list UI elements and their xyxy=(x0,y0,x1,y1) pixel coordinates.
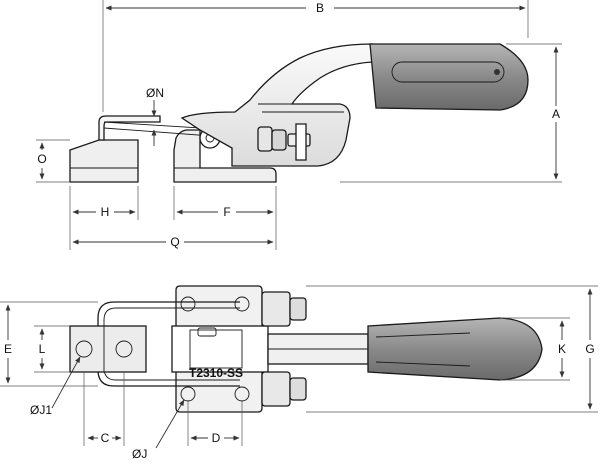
dim-G-label: G xyxy=(585,342,594,356)
latch-hook xyxy=(98,115,161,141)
top-view: T2310-SS xyxy=(69,285,543,413)
dim-J-label: ØJ xyxy=(132,447,147,461)
top-view-dimensions: E L K G C D ØJ1 ØJ xyxy=(0,285,598,461)
part-marking: T2310-SS xyxy=(189,366,243,380)
dim-C-label: C xyxy=(101,431,110,445)
clamp-arm xyxy=(180,43,373,167)
side-view-dimensions: B A O ØN H F Q xyxy=(36,0,562,250)
dim-D-label: D xyxy=(212,431,221,445)
dim-O-label: O xyxy=(37,152,46,166)
top-handle xyxy=(367,317,543,381)
dim-F-label: F xyxy=(223,205,230,219)
center-arm xyxy=(171,325,269,373)
dim-Q-label: Q xyxy=(170,235,179,249)
latch-block xyxy=(69,139,139,183)
dim-B-label: B xyxy=(316,1,324,15)
side-view xyxy=(69,43,529,183)
handle-slot xyxy=(391,61,505,83)
dim-J1-label: ØJ1 xyxy=(30,403,52,417)
spindle-nut xyxy=(257,126,273,152)
dim-L-label: L xyxy=(39,342,46,356)
dim-H-label: H xyxy=(101,205,110,219)
spindle-nut-2 xyxy=(271,129,287,151)
side-handle xyxy=(369,43,529,111)
dim-E-label: E xyxy=(4,342,12,356)
top-nut-lower xyxy=(261,371,291,407)
dim-A-label: A xyxy=(552,107,560,121)
top-nut-upper xyxy=(261,291,291,327)
spindle xyxy=(295,123,307,161)
dim-K-label: K xyxy=(558,342,566,356)
dim-N-label: ØN xyxy=(146,86,164,100)
latch-plate xyxy=(69,325,147,373)
